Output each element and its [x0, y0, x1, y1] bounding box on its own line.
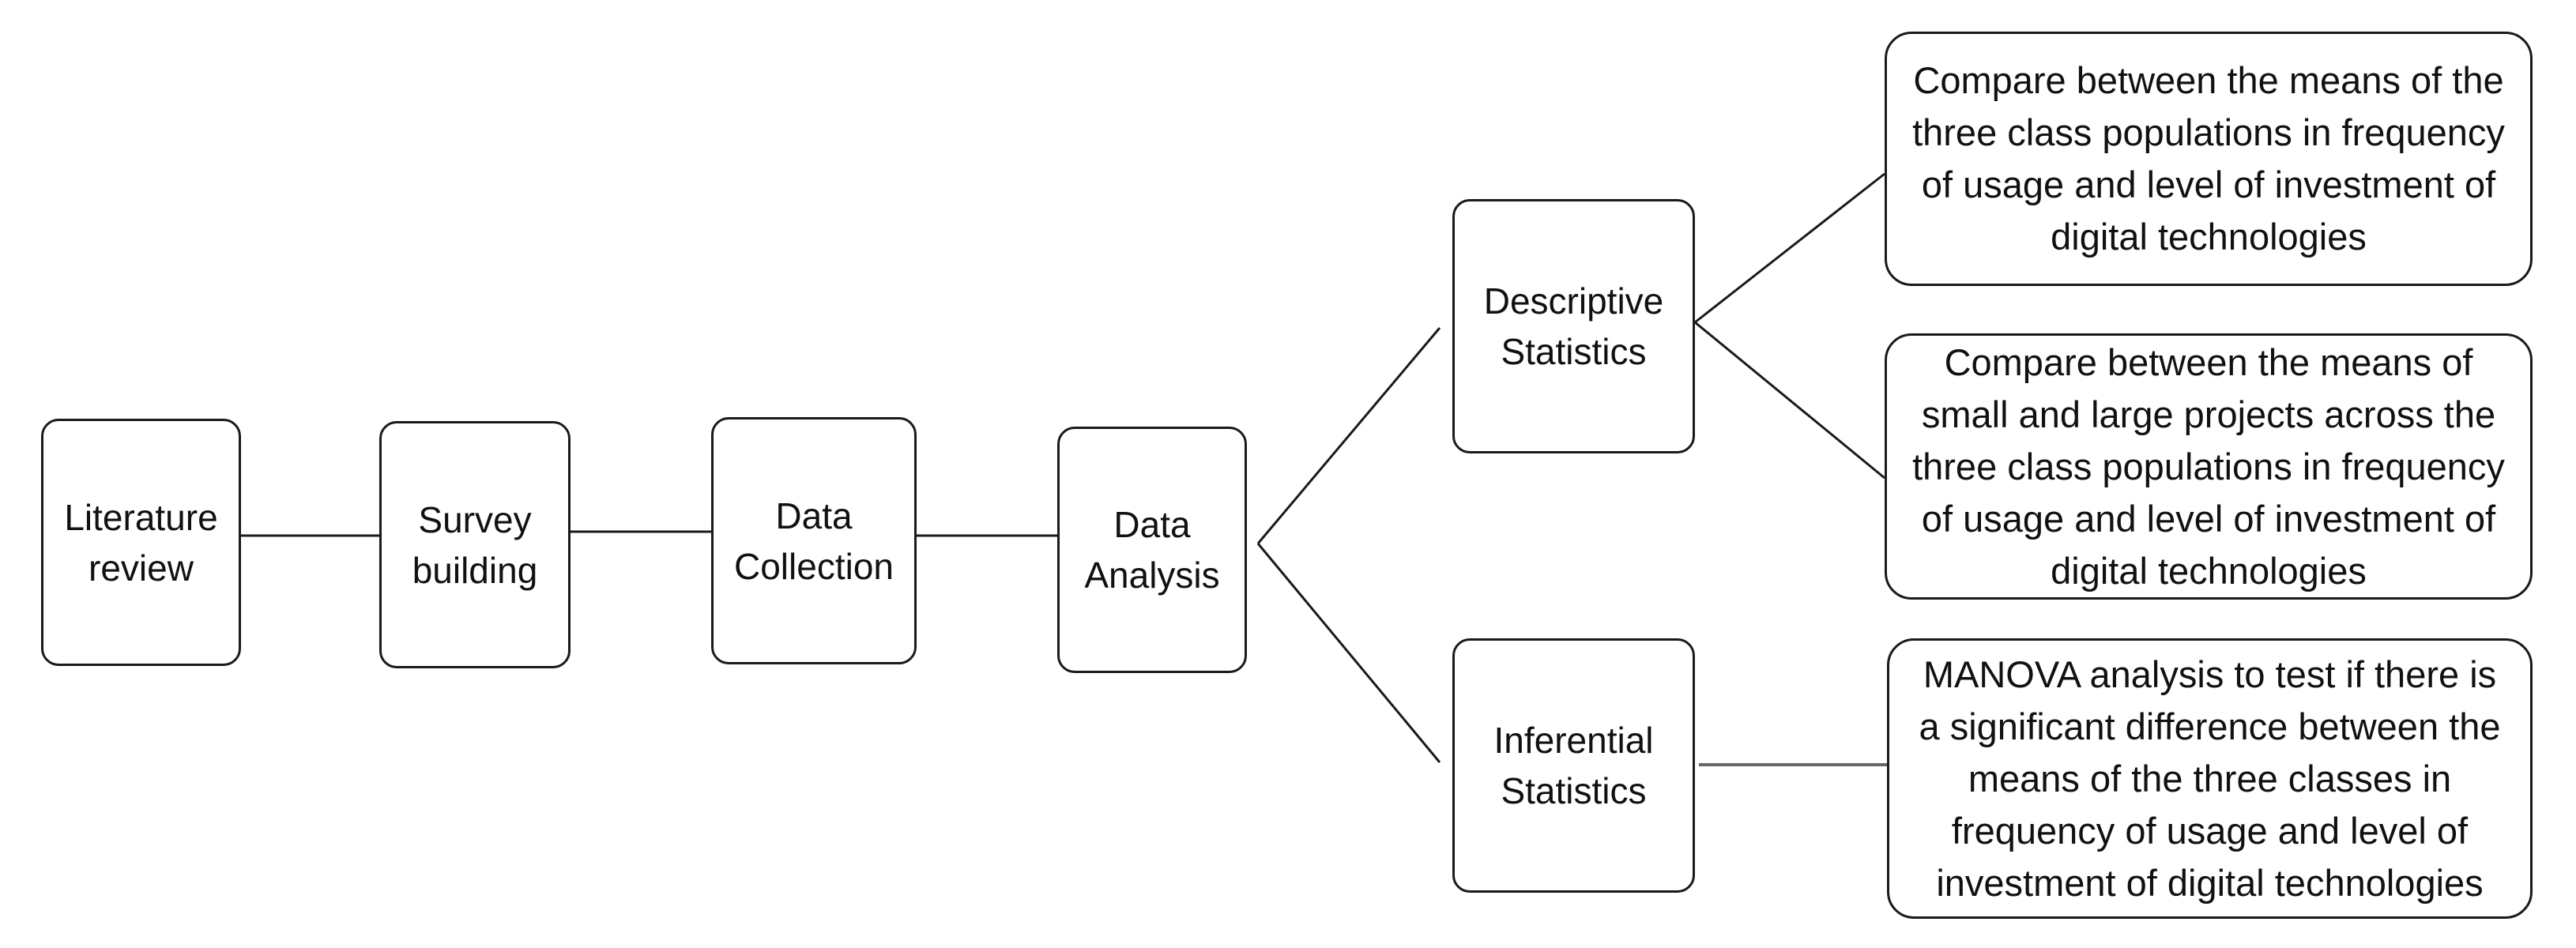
- manova-analysis-box: MANOVA analysis to test if there is a si…: [1887, 638, 2533, 919]
- data-analysis-box: Data Analysis: [1057, 427, 1247, 673]
- connector-descriptive-to-project-means: [1694, 321, 1885, 480]
- data-collection-label: Data Collection: [734, 495, 894, 587]
- compare-project-means-box: Compare between the means of small and l…: [1885, 333, 2533, 600]
- inferential-statistics-label: Inferential Statistics: [1493, 720, 1654, 811]
- survey-building-box: Survey building: [379, 421, 571, 668]
- literature-review-box: Literature review: [41, 419, 241, 666]
- manova-analysis-label: MANOVA analysis to test if there is a si…: [1919, 653, 2501, 904]
- data-analysis-label: Data Analysis: [1084, 504, 1220, 596]
- connector-analysis-to-descriptive: [1256, 327, 1441, 544]
- compare-project-means-label: Compare between the means of small and l…: [1912, 340, 2505, 592]
- connector-analysis-to-inferential: [1256, 543, 1441, 763]
- compare-class-means-box: Compare between the means of the three c…: [1885, 32, 2533, 286]
- survey-building-label: Survey building: [412, 498, 538, 591]
- descriptive-statistics-label: Descriptive Statistics: [1483, 280, 1664, 372]
- compare-class-means-label: Compare between the means of the three c…: [1912, 59, 2505, 258]
- inferential-statistics-box: Inferential Statistics: [1452, 638, 1695, 893]
- literature-review-label: Literature review: [64, 496, 218, 589]
- data-collection-box: Data Collection: [711, 417, 917, 664]
- connector-descriptive-to-class-means: [1694, 172, 1885, 324]
- descriptive-statistics-box: Descriptive Statistics: [1452, 199, 1695, 453]
